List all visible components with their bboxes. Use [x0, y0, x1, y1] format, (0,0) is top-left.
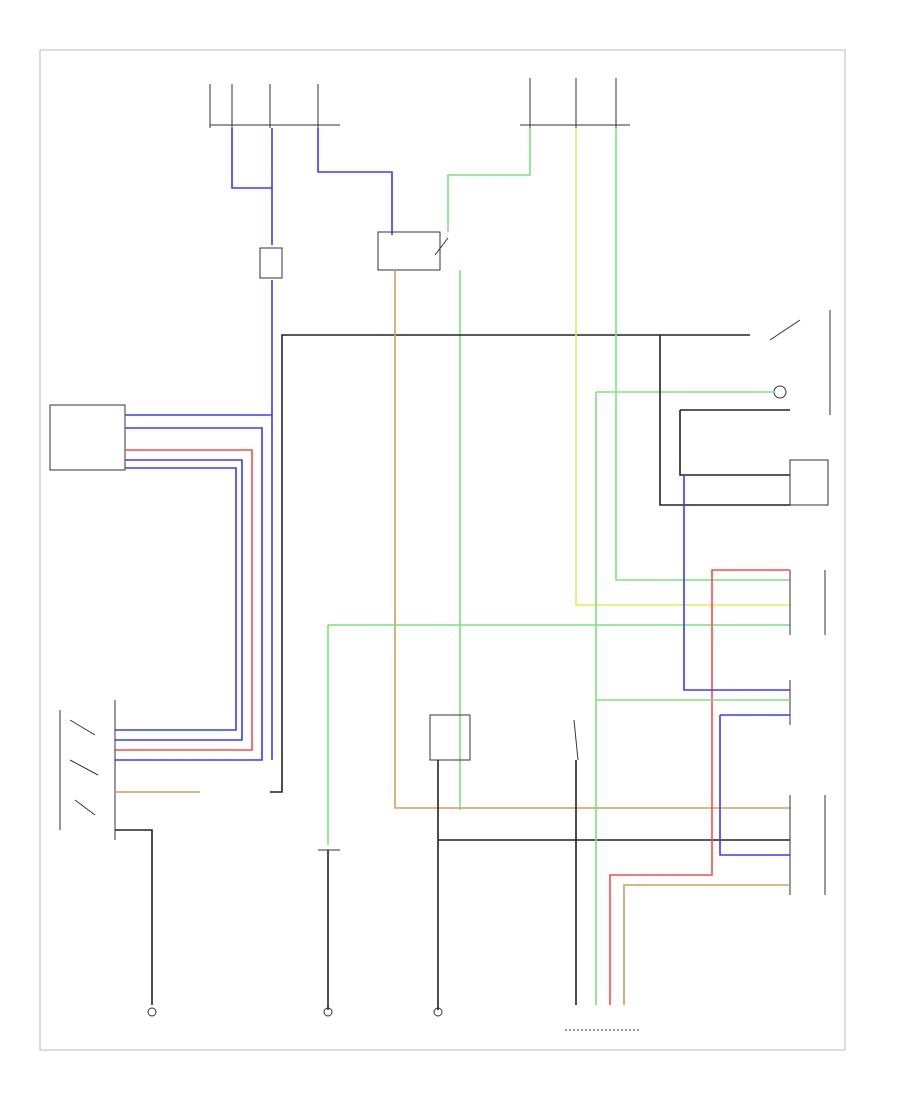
red-wire-mode: [115, 449, 253, 751]
fan-switch: [59, 700, 116, 840]
green-wire-relay: [447, 128, 531, 232]
brown-wire-relay: [394, 270, 790, 809]
mode-switch: [49, 404, 126, 471]
black-wire-fan-motor-3: [679, 410, 790, 476]
black-wire-fan-motor: [659, 335, 790, 506]
fuse-block-left: [209, 84, 340, 128]
ac-mode-switch: [789, 795, 826, 895]
yellow-wire-top: [575, 128, 790, 606]
ac-pressure-switch: [318, 624, 790, 1010]
red-wire-bottom: [609, 858, 713, 1005]
blue-wire-ecu: [683, 475, 790, 691]
cooling-fan-motor: [769, 310, 831, 415]
black-wire-fan-ground: [115, 829, 153, 1005]
fuse-block-right: [520, 78, 630, 128]
red-wire-right: [711, 569, 790, 858]
green-wire-ecu: [595, 392, 790, 701]
blue-wire-mode-2: [115, 427, 263, 761]
blue-wires-top: [231, 128, 393, 760]
ac-relay: [573, 719, 579, 761]
dual-pressure-switch: [789, 459, 829, 506]
blue-wire-mode-4: [115, 467, 237, 731]
ground-left: [147, 1007, 157, 1017]
ac-cut-relay: [789, 570, 826, 635]
blue-wire-mode-3: [115, 459, 243, 741]
blue-wire-ecu-3: [719, 715, 790, 856]
green-wire-top: [615, 128, 790, 581]
cooling-fan-relay: [377, 231, 449, 271]
diagram-border: [39, 49, 846, 1051]
ac-compressor: [323, 1007, 333, 1017]
ac-thermo-relay: [259, 247, 283, 279]
brown-wire-bottom: [623, 884, 790, 1005]
black-bus-main: [270, 334, 750, 793]
thermo-amp: [429, 714, 471, 761]
ground-mid-right: [433, 1007, 443, 1017]
